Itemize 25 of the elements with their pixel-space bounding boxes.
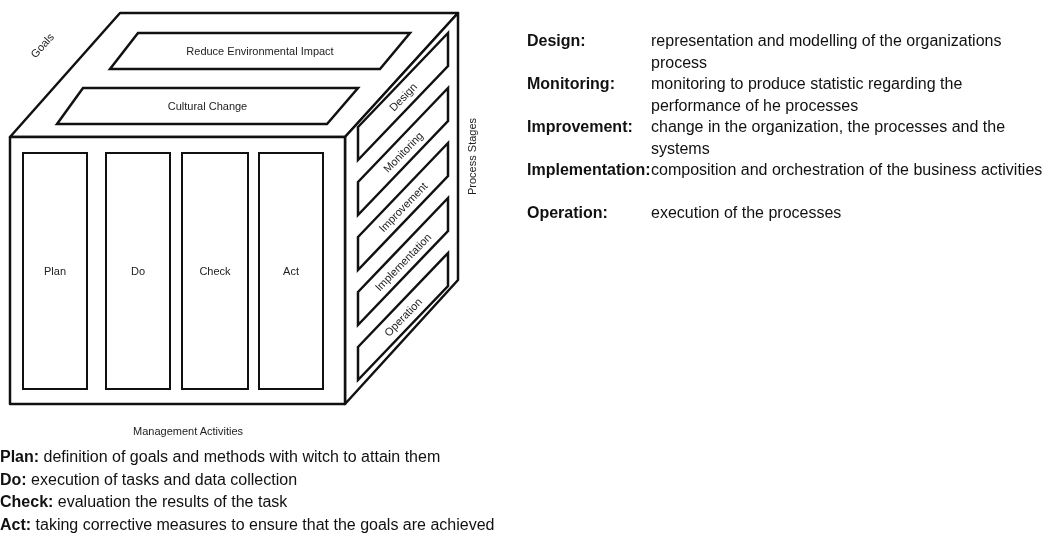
column-box <box>105 152 171 390</box>
definition-text: composition and orchestration of the business activities <box>651 160 1044 180</box>
term-label: Operation: <box>527 203 608 223</box>
node-label: Check <box>199 265 231 277</box>
node-label: Act <box>283 265 299 277</box>
definition-text: Check: evaluation the results of the task <box>0 492 288 512</box>
definition-text: Plan: definition of goals and methods with witch to attain them <box>0 447 441 467</box>
term-label: Design: <box>527 31 586 51</box>
definition-text: execution of the processes <box>651 203 843 223</box>
definition-text: Do: execution of tasks and data collection <box>0 469 298 490</box>
column-box <box>258 152 324 390</box>
node-label: Do <box>130 265 146 277</box>
column-box <box>22 152 88 390</box>
column-box <box>181 152 249 390</box>
node-label: Reduce Environmental Impact <box>186 45 334 57</box>
node-label: Cultural Change <box>167 100 248 112</box>
axis-label: Process Stages <box>466 117 478 195</box>
node-label: Plan <box>44 265 66 277</box>
parallelogram-box <box>57 88 358 124</box>
definition-text: Act: taking corrective measures to ensure that the goals are achieved <box>0 514 495 535</box>
parallelogram-box <box>110 33 410 69</box>
axis-label: Management Activities <box>133 425 244 437</box>
term-label: Improvement: <box>527 117 633 137</box>
term-label: Monitoring: <box>527 74 615 94</box>
term-label: Implementation: <box>527 160 651 180</box>
